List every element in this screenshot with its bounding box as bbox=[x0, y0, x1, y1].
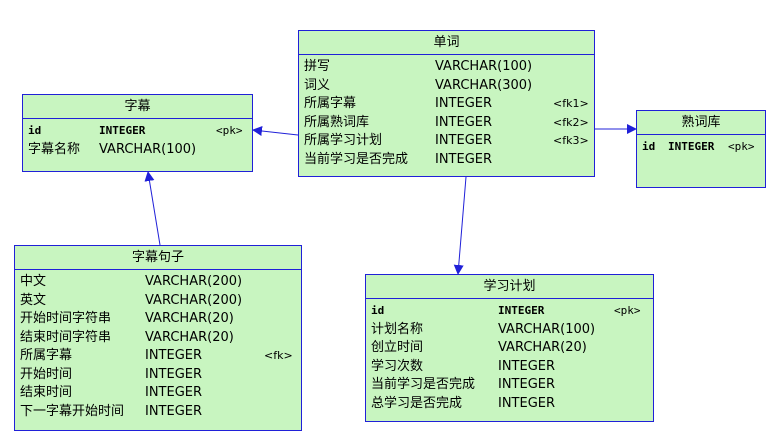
attribute-name: 字幕名称 bbox=[28, 141, 81, 157]
attribute-list: 拼写 VARCHAR(100) 词义 VARCHAR(300) 所属字幕 INTEGER <… bbox=[299, 55, 594, 169]
attribute-row: 开始时间字符串 VARCHAR(20) bbox=[20, 310, 296, 329]
attribute-row: 所属字幕 INTEGER <fk1> bbox=[304, 95, 589, 114]
attribute-name: 所属熟词库 bbox=[304, 114, 370, 130]
attribute-type: INTEGER bbox=[435, 96, 493, 111]
attribute-name: 所属字幕 bbox=[20, 348, 73, 363]
attribute-type: VARCHAR(200) bbox=[145, 274, 243, 289]
attribute-type: INTEGER bbox=[498, 358, 556, 374]
attribute-type: VARCHAR(100) bbox=[99, 141, 197, 157]
attribute-key: <pk> bbox=[216, 124, 243, 137]
attribute-list: 中文 VARCHAR(200) 英文 VARCHAR(200) 开始时间字符串 VARCH… bbox=[15, 270, 301, 421]
rel-sentence-subtitle bbox=[144, 171, 161, 246]
entity-subtitle-sentence[interactable]: 字幕句子 中文 VARCHAR(200) 英文 VARCHAR(200) 开始时间字符串… bbox=[14, 245, 302, 431]
entity-title: 熟词库 bbox=[637, 111, 765, 135]
attribute-type: INTEGER bbox=[145, 366, 203, 382]
attribute-type: VARCHAR(100) bbox=[498, 321, 596, 337]
entity-title: 单词 bbox=[299, 31, 594, 55]
attribute-type: VARCHAR(100) bbox=[435, 59, 533, 74]
attribute-row: 计划名称 VARCHAR(100) bbox=[371, 321, 648, 340]
attribute-row: 总学习是否完成 INTEGER bbox=[371, 395, 648, 414]
entity-title: 字幕句子 bbox=[15, 246, 301, 270]
rel-word-subtitle bbox=[252, 126, 299, 136]
attribute-type: VARCHAR(200) bbox=[145, 292, 243, 308]
attribute-key: <fk1> bbox=[553, 97, 589, 110]
attribute-type: INTEGER bbox=[145, 348, 203, 363]
attribute-key: <fk2> bbox=[553, 115, 589, 129]
attribute-row: 当前学习是否完成 INTEGER bbox=[371, 376, 648, 395]
attribute-type: INTEGER bbox=[498, 395, 556, 411]
attribute-name: 拼写 bbox=[304, 59, 331, 74]
attribute-key: <pk> bbox=[614, 304, 641, 317]
attribute-row: 结束时间 INTEGER bbox=[20, 384, 296, 403]
attribute-name: 计划名称 bbox=[371, 321, 424, 337]
attribute-name: 结束时间 bbox=[20, 385, 73, 400]
attribute-type: VARCHAR(300) bbox=[435, 77, 533, 93]
attribute-name: 开始时间字符串 bbox=[20, 311, 112, 326]
attribute-row: 中文 VARCHAR(200) bbox=[20, 273, 296, 292]
attribute-name: 当前学习是否完成 bbox=[304, 151, 409, 167]
attribute-row: 创立时间 VARCHAR(20) bbox=[371, 339, 648, 358]
attribute-row: 下一字幕开始时间 INTEGER bbox=[20, 403, 296, 422]
attribute-name: 当前学习是否完成 bbox=[371, 377, 476, 392]
attribute-type: INTEGER bbox=[498, 377, 556, 392]
attribute-type: INTEGER bbox=[668, 140, 715, 153]
attribute-row: 拼写 VARCHAR(100) bbox=[304, 58, 589, 77]
attribute-name: 结束时间字符串 bbox=[20, 329, 112, 345]
attribute-type: INTEGER bbox=[435, 151, 493, 167]
attribute-row: id INTEGER <pk> bbox=[642, 138, 760, 157]
attribute-type: INTEGER bbox=[435, 133, 493, 148]
attribute-name: id bbox=[371, 304, 385, 317]
attribute-name: 学习次数 bbox=[371, 358, 424, 374]
entity-title: 字幕 bbox=[23, 95, 252, 119]
attribute-key: <fk> bbox=[264, 349, 293, 362]
attribute-name: 总学习是否完成 bbox=[371, 395, 463, 411]
attribute-type: INTEGER bbox=[145, 403, 203, 419]
attribute-row: 所属字幕 INTEGER <fk> bbox=[20, 347, 296, 366]
attribute-name: 创立时间 bbox=[371, 340, 424, 355]
attribute-name: 开始时间 bbox=[20, 366, 73, 382]
attribute-row: 结束时间字符串 VARCHAR(20) bbox=[20, 329, 296, 348]
attribute-key: <pk> bbox=[728, 140, 755, 153]
attribute-row: 所属学习计划 INTEGER <fk3> bbox=[304, 132, 589, 151]
attribute-key: <fk3> bbox=[553, 134, 589, 147]
entity-title: 学习计划 bbox=[366, 275, 653, 299]
attribute-row: id INTEGER <pk> bbox=[371, 302, 648, 321]
attribute-name: 所属字幕 bbox=[304, 96, 357, 111]
entity-word[interactable]: 单词 拼写 VARCHAR(100) 词义 VARCHAR(300) 所属字幕 INTEG… bbox=[298, 30, 595, 177]
attribute-row: 所属熟词库 INTEGER <fk2> bbox=[304, 114, 589, 133]
attribute-row: 英文 VARCHAR(200) bbox=[20, 292, 296, 311]
attribute-name: 词义 bbox=[304, 77, 331, 93]
attribute-row: 学习次数 INTEGER bbox=[371, 358, 648, 377]
entity-subtitle[interactable]: 字幕 id INTEGER <pk> 字幕名称 VARCHAR(100) bbox=[22, 94, 253, 172]
attribute-name: 下一字幕开始时间 bbox=[20, 403, 125, 419]
attribute-name: 中文 bbox=[20, 274, 47, 289]
attribute-row: id INTEGER <pk> bbox=[28, 122, 247, 141]
attribute-name: 所属学习计划 bbox=[304, 133, 383, 148]
entity-known-words[interactable]: 熟词库 id INTEGER <pk> bbox=[636, 110, 766, 188]
attribute-type: INTEGER bbox=[99, 124, 146, 137]
attribute-name: id bbox=[28, 124, 42, 137]
attribute-name: 英文 bbox=[20, 292, 47, 308]
attribute-row: 词义 VARCHAR(300) bbox=[304, 77, 589, 96]
attribute-row: 字幕名称 VARCHAR(100) bbox=[28, 141, 247, 160]
attribute-type: VARCHAR(20) bbox=[145, 329, 234, 345]
attribute-row: 当前学习是否完成 INTEGER bbox=[304, 151, 589, 170]
attribute-type: INTEGER bbox=[498, 304, 545, 317]
attribute-row: 开始时间 INTEGER bbox=[20, 366, 296, 385]
rel-word-study-plan bbox=[453, 176, 467, 275]
attribute-type: VARCHAR(20) bbox=[145, 311, 234, 326]
attribute-type: INTEGER bbox=[435, 114, 493, 130]
attribute-list: id INTEGER <pk> 字幕名称 VARCHAR(100) bbox=[23, 119, 252, 159]
attribute-type: VARCHAR(20) bbox=[498, 340, 587, 355]
attribute-name: id bbox=[642, 140, 656, 153]
attribute-type: INTEGER bbox=[145, 385, 203, 400]
attribute-list: id INTEGER <pk> bbox=[637, 135, 765, 157]
